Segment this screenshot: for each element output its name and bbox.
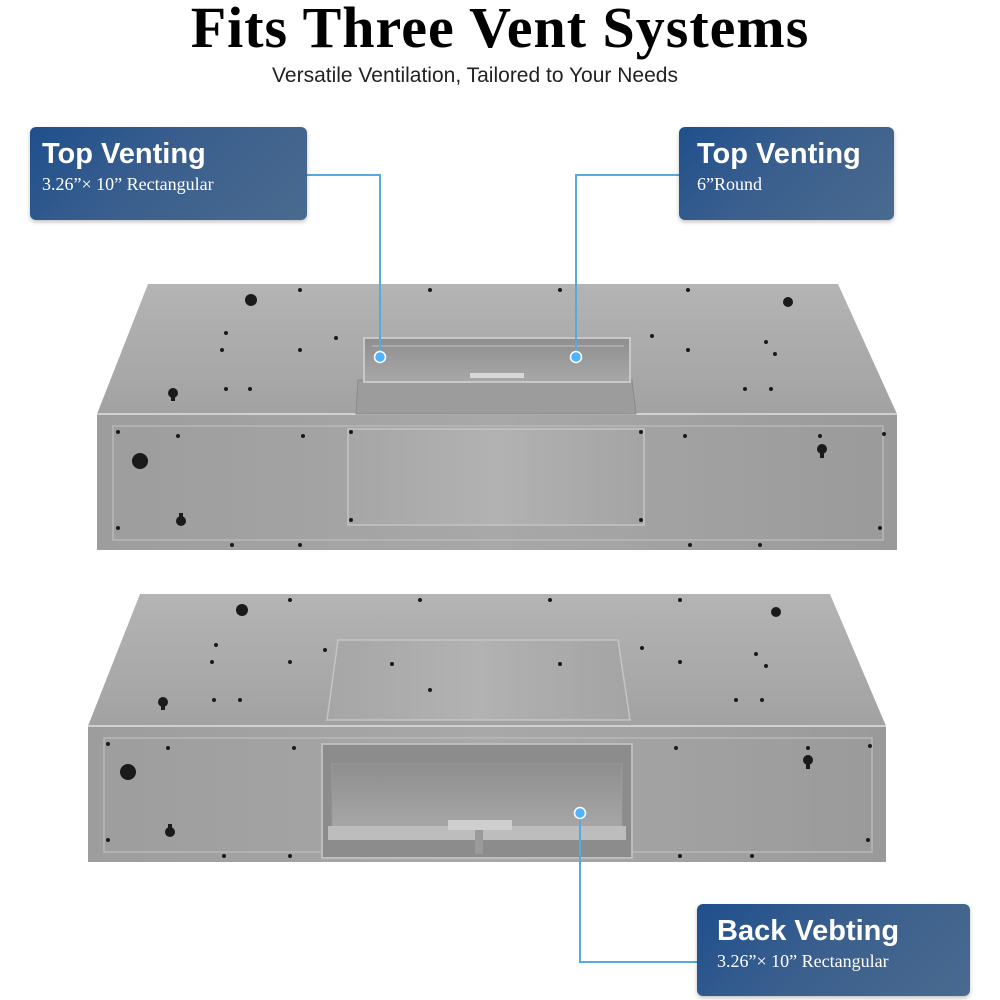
top-venting-round-label: Top Venting 6”Round (679, 127, 894, 220)
lower-top-panel (326, 639, 631, 721)
back-vent-box (321, 743, 633, 859)
top-vent-box (355, 337, 637, 415)
upper-front-panel (347, 428, 645, 526)
label-spec: 6”Round (697, 174, 762, 194)
lower-hood (88, 594, 886, 862)
label-spec: 3.26”× 10” Rectangular (717, 951, 889, 971)
label-title: Top Venting (697, 138, 861, 170)
label-spec: 3.26”× 10” Rectangular (42, 174, 214, 194)
upper-hood (97, 284, 897, 550)
page-subtitle: Versatile Ventilation, Tailored to Your … (272, 64, 678, 87)
label-title: Back Vebting (717, 915, 900, 947)
callout-lines (307, 174, 697, 963)
label-title: Top Venting (42, 138, 206, 170)
callout-dots (373, 350, 587, 820)
top-venting-rect-label: Top Venting 3.26”× 10” Rectangular (30, 127, 307, 220)
back-venting-label: Back Vebting 3.26”× 10” Rectangular (697, 904, 970, 996)
page-title: Fits Three Vent Systems (190, 0, 810, 60)
